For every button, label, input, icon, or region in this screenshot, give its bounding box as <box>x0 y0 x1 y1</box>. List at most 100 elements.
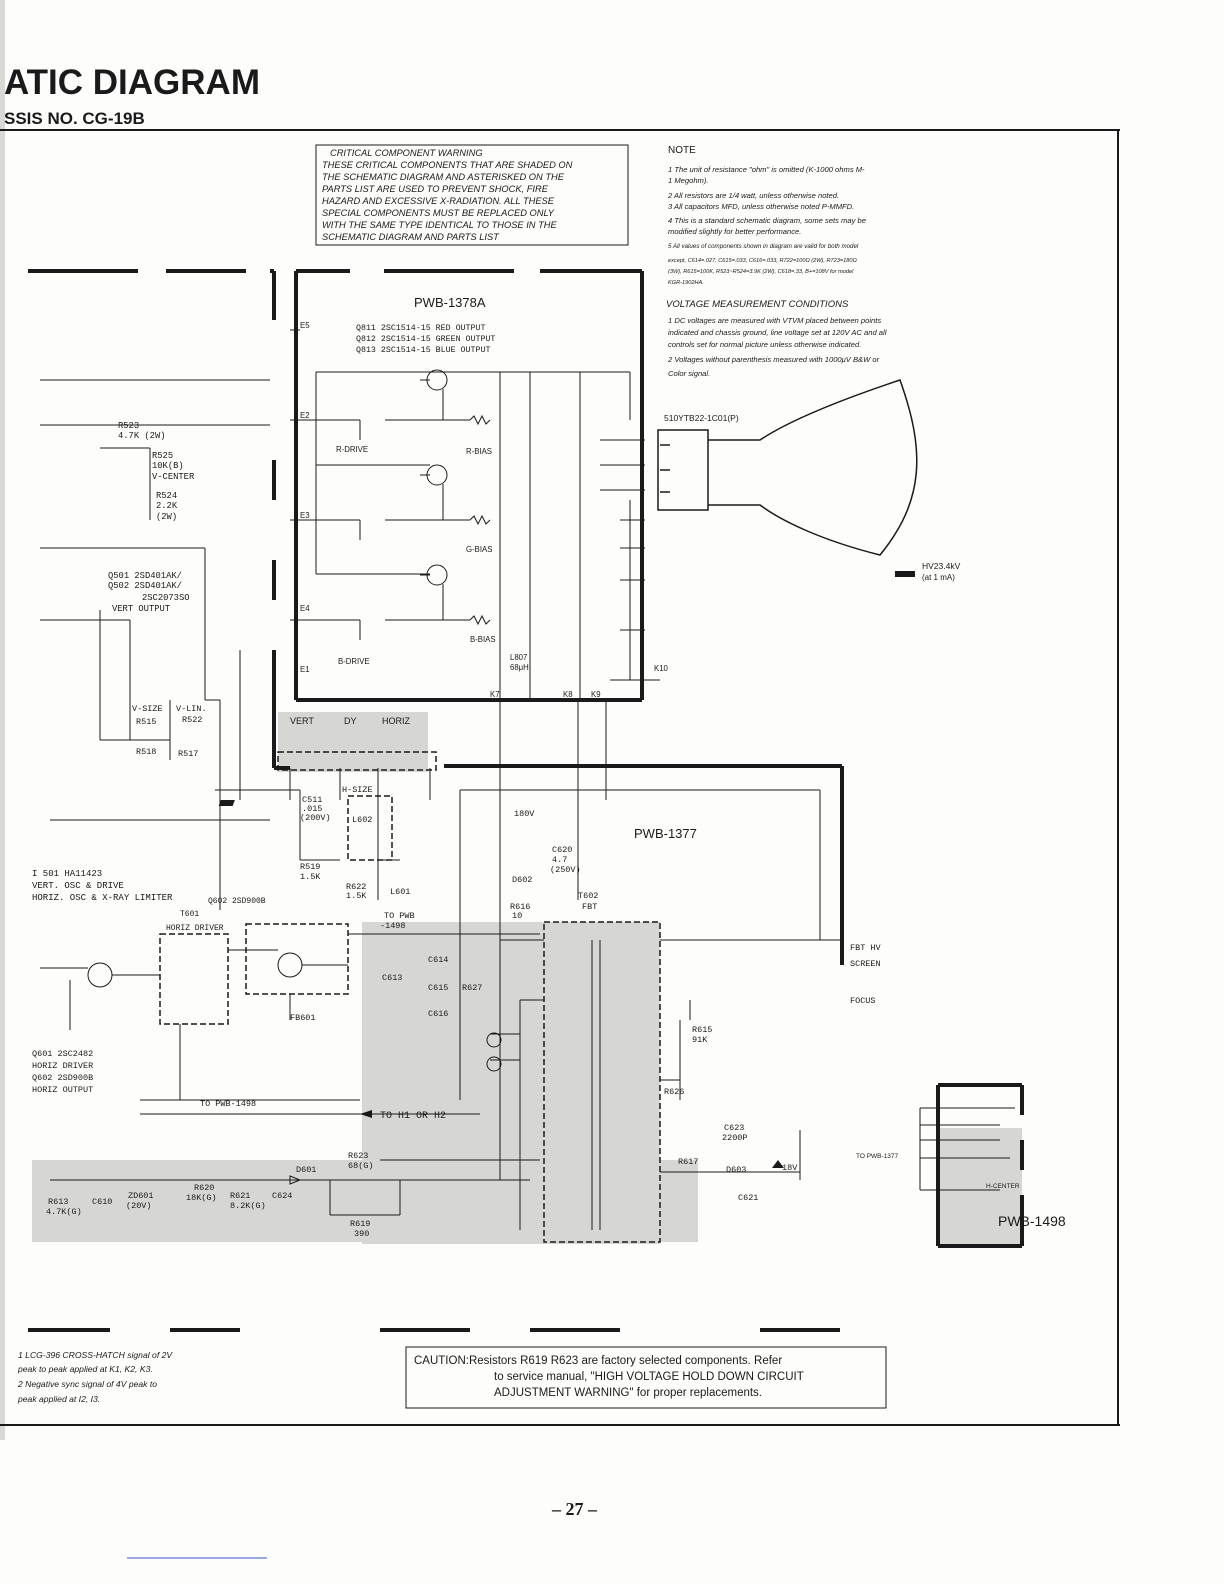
horiz-driver-label: HORIZ DRIVER <box>166 924 224 933</box>
pwb1377-label: PWB-1377 <box>634 826 697 841</box>
fbt-hv-label: FBT HV <box>850 943 882 953</box>
voltage-heading: VOLTAGE MEASUREMENT CONDITIONS <box>666 299 849 310</box>
arrow-to-h1h2 <box>360 1110 372 1118</box>
to-pwb-1498-label: -1498 <box>380 921 406 931</box>
caution-line: CAUTION:Resistors R619 R623 are factory … <box>414 1355 782 1367</box>
r615-label: R615 <box>692 1025 712 1035</box>
dy-horiz-label: HORIZ <box>382 716 411 726</box>
18v-marker <box>772 1160 784 1168</box>
note-line: (3W), R615=100K, R523~R524=3.9K (2W), C6… <box>668 269 854 275</box>
fb601-label: FB601 <box>290 1013 316 1023</box>
k7-label: K7 <box>490 690 500 699</box>
warning-text: CRITICAL COMPONENT WARNING THESE CRITICA… <box>322 148 573 242</box>
q502-label: Q502 2SD401AK/ <box>108 581 182 591</box>
q81x-labels: Q811 2SC1514-15 RED OUTPUT Q812 2SC1514-… <box>356 324 495 355</box>
pwb1498-labels: TO PWB-1377 H-CENTER PWB-1498 <box>856 1153 1066 1229</box>
r621-value: 8.2K(G) <box>230 1201 266 1211</box>
zd601-label: ZD601 <box>128 1191 154 1201</box>
vsize-label: V-SIZE <box>132 704 163 714</box>
note-line: 1 Megohm). <box>668 176 709 185</box>
180v-marker <box>218 800 235 806</box>
vlin-label: V-LIN. <box>176 704 207 714</box>
voltage-line: indicated and chassis ground, line volta… <box>668 328 887 337</box>
dy-label: DY <box>344 716 357 726</box>
pwb1378-label: PWB-1378A <box>414 295 486 310</box>
k9-label: K9 <box>591 690 601 699</box>
r619-value: 390 <box>354 1229 369 1239</box>
voltage-line: Color signal. <box>668 369 710 378</box>
c621-label: C621 <box>738 1193 758 1203</box>
footnote-line: peak applied at I2, I3. <box>17 1394 100 1404</box>
c613-label: C613 <box>382 973 402 983</box>
q812-label: Q812 2SC1514-15 GREEN OUTPUT <box>356 335 495 344</box>
r616-label: R616 <box>510 902 530 912</box>
hsize-label: H-SIZE <box>342 785 373 795</box>
fbt-box <box>543 921 661 1243</box>
d603-label: D603 <box>726 1165 746 1175</box>
q501-label: Q501 2SD401AK/ <box>108 571 182 581</box>
footnote-line: peak to peak applied at K1, K2, K3. <box>17 1364 153 1374</box>
voltage-line: 1 DC voltages are measured with VTVM pla… <box>668 316 881 325</box>
note-line: 5 All values of components shown in diag… <box>668 243 859 250</box>
r627-label: R627 <box>462 983 482 993</box>
fbt-wiring <box>486 900 842 1230</box>
fbt-labels: 180V C620 4.7 (250V) D602 R616 10 T602 F… <box>510 809 882 1203</box>
warning-heading: CRITICAL COMPONENT WARNING <box>330 148 483 158</box>
hv-label: HV23.4kV <box>922 561 961 571</box>
hv-sub-label: (at 1 mA) <box>922 573 955 582</box>
r613-label: R613 <box>48 1197 68 1207</box>
r518-label: R518 <box>136 747 156 757</box>
q502-alt-label: 2SC2073SO <box>142 593 190 603</box>
page-subtitle: SSIS NO. CG-19B <box>4 109 145 128</box>
l807-label: L807 <box>510 653 527 662</box>
r622-label: R622 <box>346 882 366 892</box>
footnote-line: 2 Negative sync signal of 4V peak to <box>17 1379 157 1389</box>
ic501-function-2: HORIZ. OSC & X-RAY LIMITER <box>32 893 173 903</box>
pwb1498-label: PWB-1498 <box>998 1213 1066 1229</box>
dy-connector <box>277 751 437 771</box>
q813-label: Q813 2SC1514-15 BLUE OUTPUT <box>356 346 490 355</box>
d601-label: D601 <box>296 1165 316 1175</box>
pwb1498-outline <box>936 1083 1024 1248</box>
to-pwb-label: TO PWB <box>384 911 415 921</box>
warning-line: PARTS LIST ARE USED TO PREVENT SHOCK, FI… <box>322 184 549 194</box>
c511-value: .015 <box>302 804 322 814</box>
q602-function: HORIZ OUTPUT <box>32 1085 93 1095</box>
c511-label: C511 <box>302 795 322 805</box>
c610-label: C610 <box>92 1197 112 1207</box>
e2-label: E2 <box>300 411 310 420</box>
horiz-driver-labels: Q601 2SC2482 HORIZ DRIVER Q602 2SD900B H… <box>32 911 482 1122</box>
q601-label: Q601 2SC2482 <box>32 1049 93 1059</box>
bbias-label: B-BIAS <box>470 635 496 644</box>
caution-line: to service manual, "HIGH VOLTAGE HOLD DO… <box>494 1371 804 1383</box>
bottom-circuit-labels: R623 68(G) D601 R620 18K(G) R621 8.2K(G)… <box>46 1151 374 1239</box>
dy-vert-label: VERT <box>290 716 314 726</box>
note-heading: NOTE <box>668 145 696 156</box>
r613-value: 4.7K(G) <box>46 1207 82 1217</box>
note-line: except, C614=.027, C615=.033, C616=.033,… <box>668 258 857 264</box>
q602-box <box>245 923 349 995</box>
hv-marker <box>895 571 915 577</box>
e4-label: E4 <box>300 604 310 613</box>
note-line: 2 All resistors are 1/4 watt, unless oth… <box>667 191 839 200</box>
r525-value: 10K(B) <box>152 461 184 471</box>
r519-label: R519 <box>300 862 320 872</box>
page-edge-shadow <box>0 0 5 1440</box>
r524-watt: (2W) <box>156 512 177 522</box>
crt-tube <box>657 379 918 556</box>
c620-value: 4.7 <box>552 855 567 865</box>
r620-value: 18K(G) <box>186 1193 217 1203</box>
e3-label: E3 <box>300 511 310 520</box>
caution-text: CAUTION:Resistors R619 R623 are factory … <box>414 1355 804 1399</box>
warning-box <box>315 144 629 246</box>
hsize-labels: H-SIZE L602 C511 .015 (200V) R519 1.5K R… <box>300 785 410 901</box>
to-pwb1377-label: TO PWB-1377 <box>856 1153 899 1160</box>
r615-value: 91K <box>692 1035 708 1045</box>
crt-label: 510YTB22-1C01(P) <box>664 413 739 423</box>
r620-label: R620 <box>194 1183 214 1193</box>
r623-value: 68(G) <box>348 1161 374 1171</box>
rbias-label: R-BIAS <box>466 447 492 456</box>
r622-value: 1.5K <box>346 891 367 901</box>
